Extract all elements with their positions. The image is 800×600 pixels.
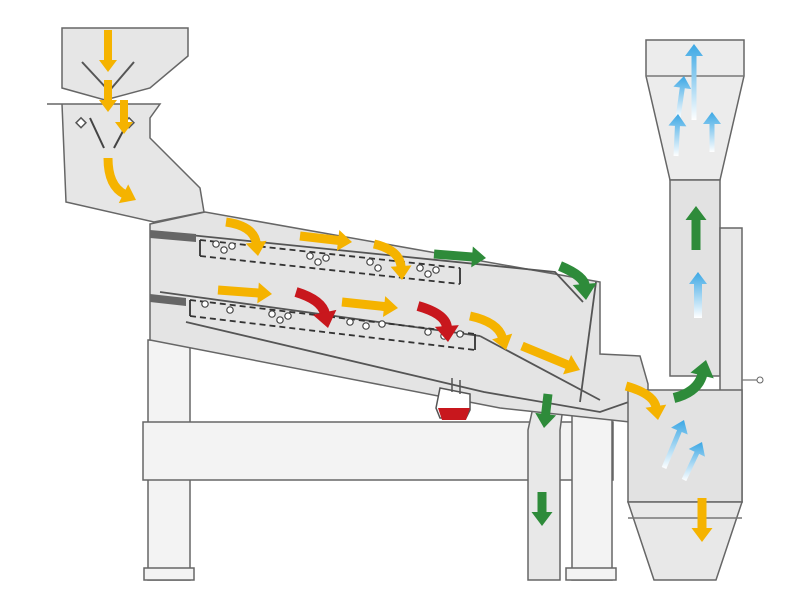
- arrow-fines-2-green: [531, 492, 553, 526]
- arrow-lower-1-yellow: [217, 282, 272, 304]
- upper-screen-deck: [199, 239, 461, 285]
- sediment-cup: [435, 378, 471, 420]
- arrow-upper-2-yellow: [299, 229, 352, 251]
- feed-hopper: [47, 27, 205, 223]
- frame-right-foot: [565, 567, 617, 581]
- arrow-air-5-blue: [681, 442, 705, 482]
- frame-left-foot: [143, 567, 195, 581]
- frame-right-leg: [571, 391, 613, 581]
- arrow-air-3-blue: [703, 112, 721, 152]
- arrow-air-4-blue: [661, 420, 688, 469]
- arrow-air-1-blue: [685, 44, 703, 120]
- arrow-asp-up-green: [672, 360, 714, 403]
- arrow-lower-2-red: [294, 287, 337, 328]
- arrow-lower-5-yellow: [468, 311, 513, 350]
- arrow-upper-4-green: [433, 246, 486, 268]
- arrow-air-6-blue: [668, 114, 687, 157]
- arrow-feed-2-yellow: [99, 80, 117, 112]
- arrow-asp-in-yellow: [624, 381, 667, 420]
- arrow-feed-4-yellow: [103, 157, 136, 204]
- arrow-feed-1-yellow: [99, 30, 117, 72]
- arrow-upper-5-green: [558, 261, 597, 300]
- arrow-air-2-blue: [673, 76, 692, 119]
- arrow-lower-3-yellow: [341, 296, 398, 317]
- arrow-fines-1-green: [535, 393, 557, 428]
- arrow-feed-3-yellow: [115, 100, 133, 134]
- arrow-chute-1-yellow: [520, 341, 580, 375]
- arrow-upper-3-yellow: [372, 239, 412, 280]
- arrow-column-up-1-blue: [689, 272, 707, 318]
- arrow-upper-1-yellow: [225, 217, 267, 256]
- flow-arrows: [99, 30, 721, 542]
- arrow-heavy-out-yellow: [691, 498, 713, 542]
- arrow-column-up-2-green: [685, 206, 707, 250]
- arrow-lower-4-red: [416, 301, 459, 342]
